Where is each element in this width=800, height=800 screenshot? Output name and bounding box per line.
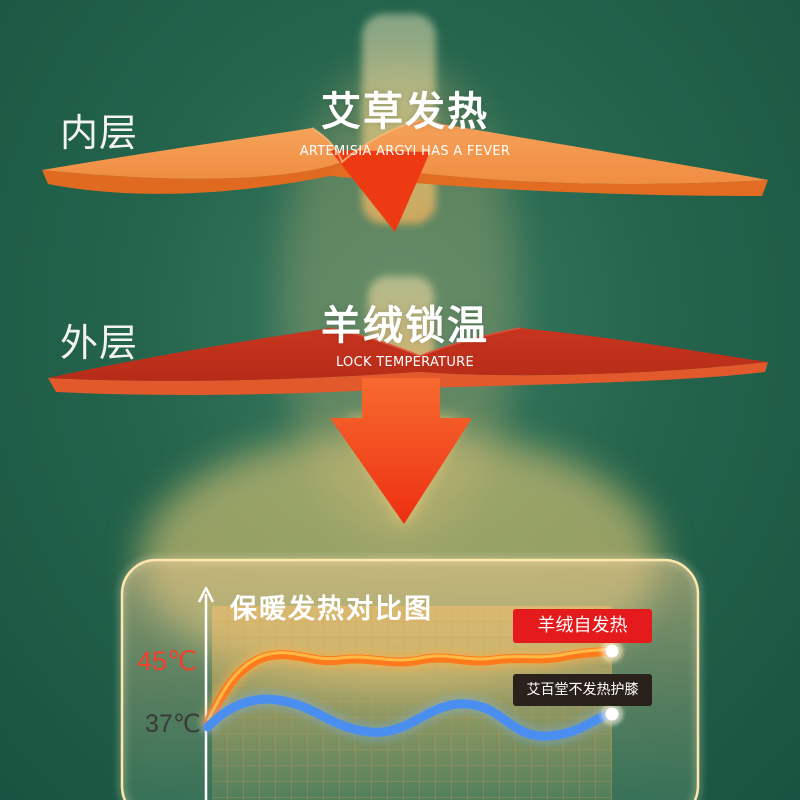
inner-layer-title: 艾草发热 bbox=[321, 89, 489, 135]
series-badge-other: 艾百堂不发热护膝 bbox=[513, 674, 652, 706]
tick-label-37: 37℃ bbox=[145, 710, 201, 738]
series-line-other bbox=[200, 691, 620, 745]
inner-layer-shape bbox=[42, 119, 768, 232]
outer-layer-title: 羊绒锁温 bbox=[321, 303, 489, 349]
axis-arrow-icon bbox=[197, 586, 215, 603]
inner-layer-subtitle: ARTEMISIA ARGYI HAS A FEVER bbox=[299, 144, 511, 159]
outer-layer-label: 外层 bbox=[60, 321, 139, 365]
chart-title: 保暖发热对比图 bbox=[230, 594, 433, 625]
outer-layer-subtitle: LOCK TEMPERATURE bbox=[335, 355, 475, 370]
series-line-wool bbox=[200, 643, 620, 730]
tick-label-45: 45℃ bbox=[137, 646, 198, 676]
series-end-point-other bbox=[605, 707, 619, 721]
inner-heat-drop bbox=[330, 150, 430, 232]
series-end-point-wool bbox=[605, 644, 619, 658]
inner-layer-label: 内层 bbox=[60, 111, 139, 155]
down-arrow-icon bbox=[330, 378, 472, 526]
series-badge-wool: 羊绒自发热 bbox=[513, 609, 652, 643]
